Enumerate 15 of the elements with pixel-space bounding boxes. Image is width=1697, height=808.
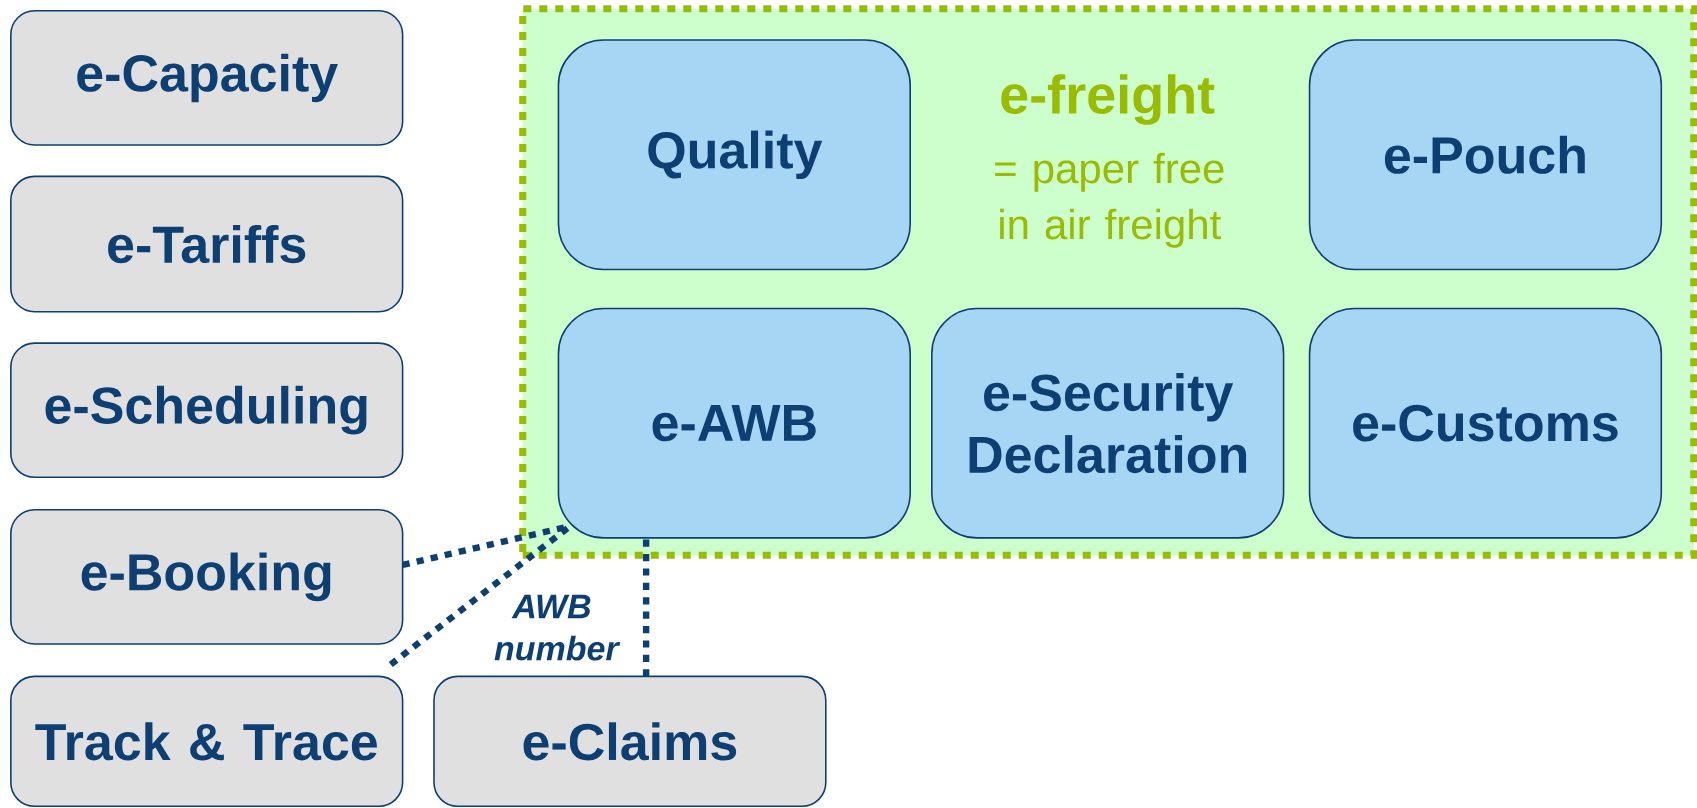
module-box: e-Capacity [10,9,404,146]
process-box: e-Customs [1308,307,1663,539]
group-subtitle: = paper free in air freight [995,152,1224,248]
module-box: e-Claims [433,675,827,807]
process-box: Quality [557,39,911,271]
module-box: e-Scheduling [10,342,404,478]
module-box: e-Booking [10,508,404,645]
module-box: Track & Trace [10,675,404,807]
connector-line [642,537,650,677]
group-title: e-freight [1001,74,1215,125]
edge-label: AWB number [491,592,621,663]
module-box: e-Tariffs [10,175,404,313]
process-box: e-AWB [557,307,911,539]
process-box: e-Security Declaration [931,307,1285,539]
process-box: e-Pouch [1308,39,1663,271]
